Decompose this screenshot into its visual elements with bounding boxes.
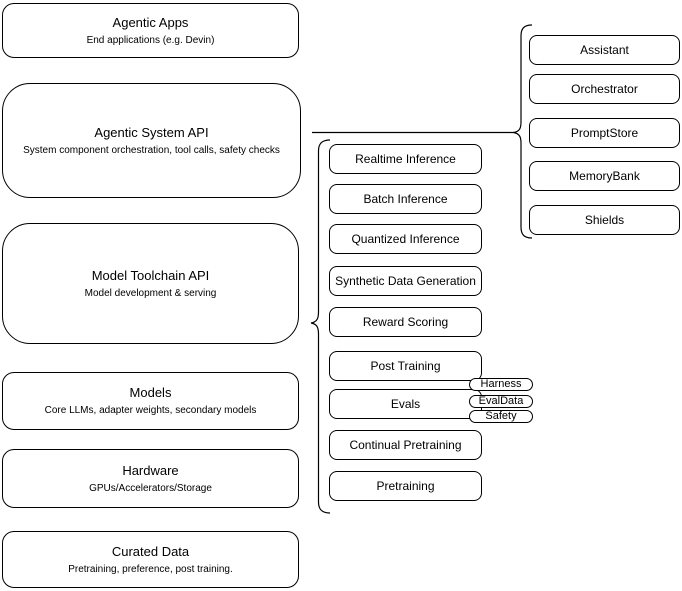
node-label: Reward Scoring (362, 315, 449, 329)
node-agentic-system-api: Agentic System API System component orch… (2, 83, 301, 198)
node-promptstore: PromptStore (529, 118, 680, 148)
node-subtitle: Pretraining, preference, post training. (68, 563, 233, 575)
node-label: Synthetic Data Generation (335, 274, 476, 288)
node-hardware: Hardware GPUs/Accelerators/Storage (2, 449, 299, 508)
node-subtitle: Core LLMs, adapter weights, secondary mo… (44, 405, 257, 416)
node-label: Harness (480, 378, 522, 390)
node-label: Evals (390, 397, 421, 411)
node-label: Realtime Inference (355, 152, 456, 166)
node-evals-harness: Harness (469, 378, 533, 391)
node-orchestrator: Orchestrator (529, 74, 680, 104)
node-label: Post Training (370, 359, 441, 373)
node-subtitle: GPUs/Accelerators/Storage (89, 482, 212, 494)
node-label: Assistant (580, 43, 629, 57)
node-post-training: Post Training (329, 351, 482, 381)
node-title: Agentic Apps (112, 14, 189, 30)
node-title: Curated Data (111, 543, 190, 559)
node-evals: Evals (329, 389, 482, 419)
node-label: Safety (485, 410, 517, 422)
node-agentic-apps: Agentic Apps End applications (e.g. Devi… (2, 3, 299, 58)
node-label: Shields (584, 213, 625, 227)
node-title: Agentic System API (94, 124, 209, 140)
node-assistant: Assistant (529, 35, 680, 65)
node-label: MemoryBank (569, 169, 640, 183)
node-evals-safety: Safety (469, 410, 533, 423)
node-shields: Shields (529, 205, 680, 235)
node-label: Batch Inference (363, 192, 448, 206)
node-subtitle: Model development & serving (84, 287, 217, 299)
node-label: Continual Pretraining (349, 438, 462, 452)
node-reward-scoring: Reward Scoring (329, 307, 482, 337)
node-label: PromptStore (570, 126, 639, 140)
node-label: Quantized Inference (351, 232, 460, 246)
node-subtitle: System component orchestration, tool cal… (23, 144, 280, 156)
node-label: Orchestrator (571, 82, 638, 96)
node-curated-data: Curated Data Pretraining, preference, po… (2, 531, 299, 588)
node-synthetic-data-generation: Synthetic Data Generation (329, 266, 482, 296)
node-evals-evaldata: EvalData (469, 395, 533, 408)
node-title: Model Toolchain API (91, 267, 210, 283)
node-quantized-inference: Quantized Inference (329, 224, 482, 254)
node-label: Pretraining (376, 479, 435, 493)
node-memorybank: MemoryBank (529, 161, 680, 191)
node-title: Models (129, 385, 172, 400)
node-continual-pretraining: Continual Pretraining (329, 430, 482, 460)
node-pretraining: Pretraining (329, 471, 482, 501)
node-title: Hardware (122, 462, 179, 478)
node-batch-inference: Batch Inference (329, 184, 482, 214)
node-label: EvalData (478, 395, 524, 407)
node-subtitle: End applications (e.g. Devin) (86, 34, 215, 46)
node-realtime-inference: Realtime Inference (329, 144, 482, 174)
node-models: Models Core LLMs, adapter weights, secon… (2, 372, 299, 430)
brace-toolchain-components (310, 139, 331, 514)
node-model-toolchain-api: Model Toolchain API Model development & … (2, 223, 299, 344)
